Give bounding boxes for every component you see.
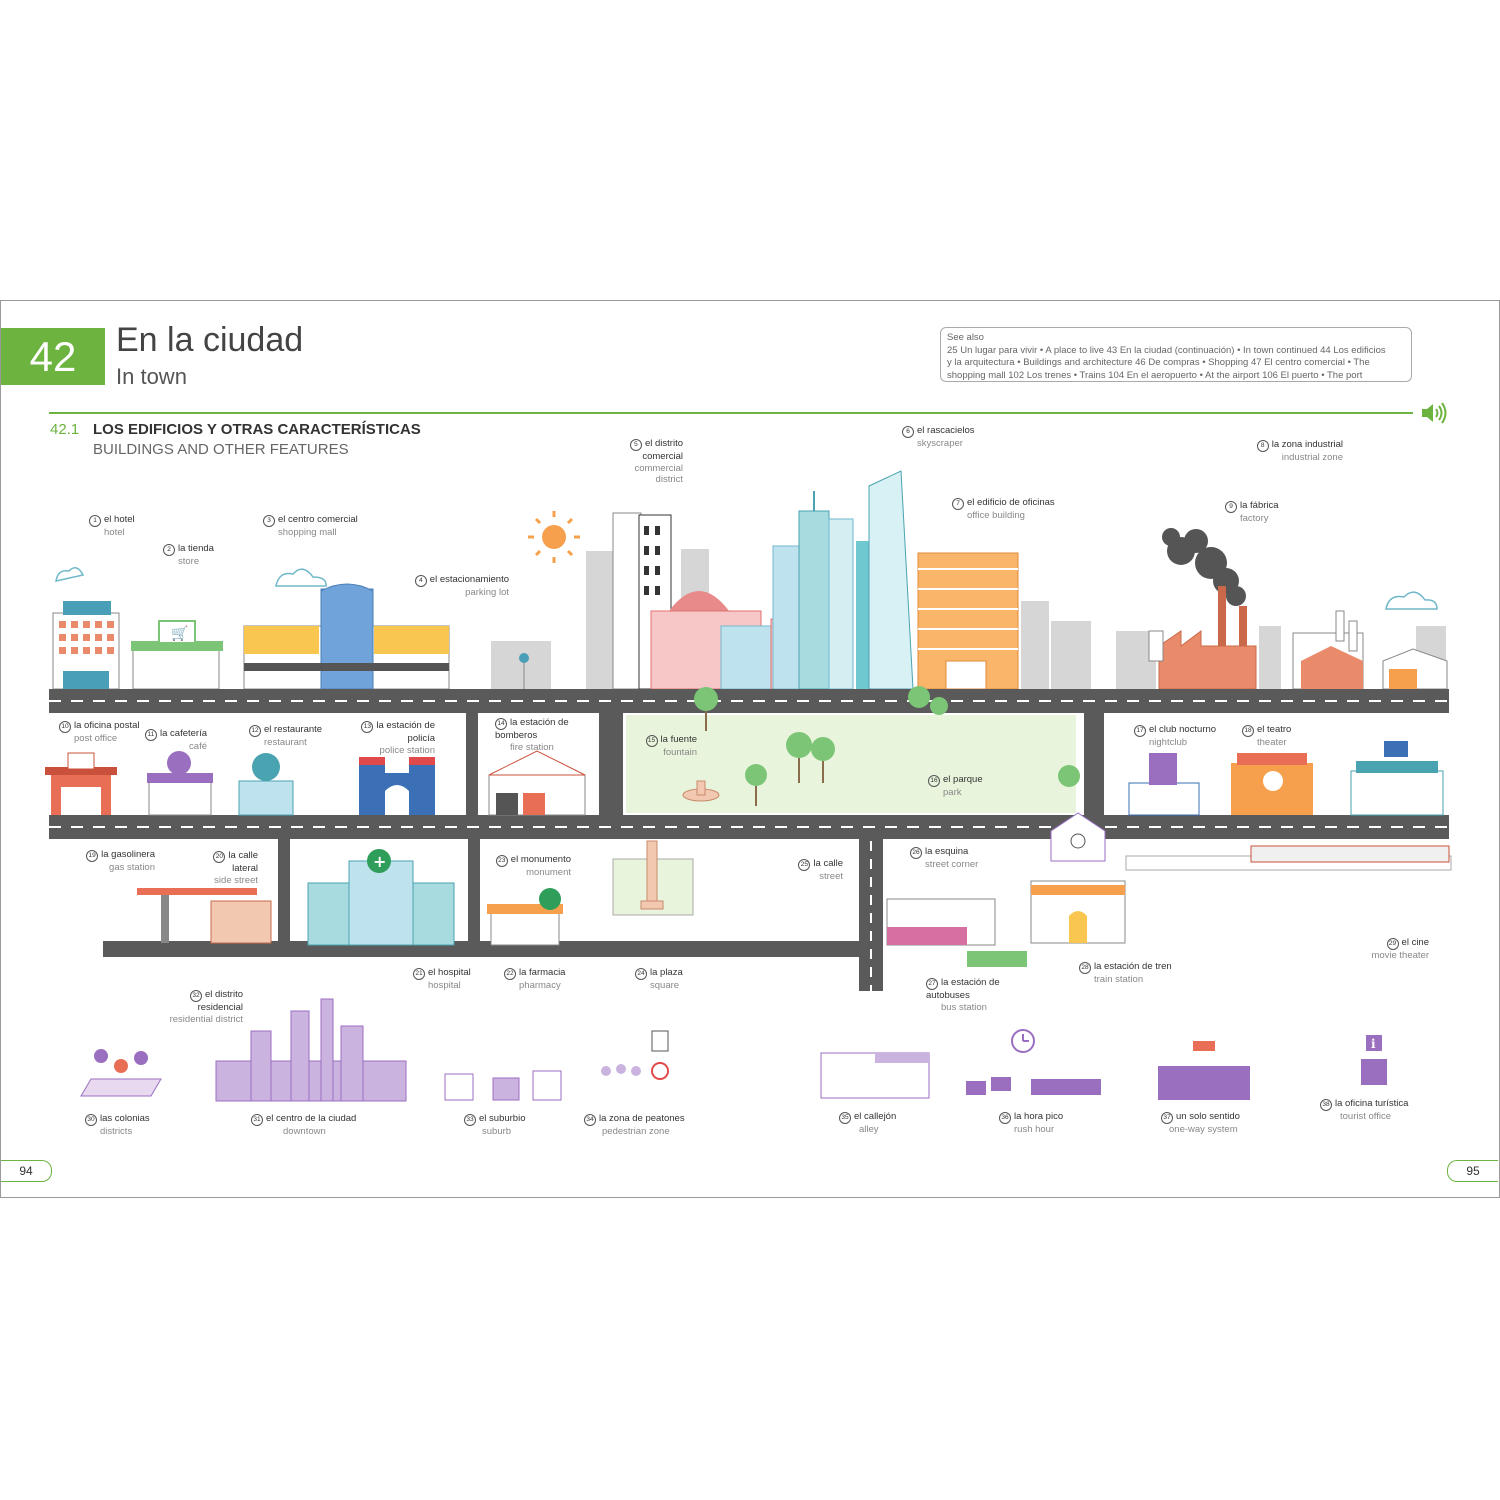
train-station-building bbox=[1030, 812, 1452, 944]
bus-station-building bbox=[886, 898, 1027, 967]
pharmacy-building bbox=[487, 888, 563, 946]
hospital-building: + bbox=[307, 849, 455, 946]
section-title: LOS EDIFICIOS Y OTRAS CARACTERÍSTICAS bbox=[93, 421, 421, 438]
page-number-left: 94 bbox=[1, 1160, 52, 1182]
movie-theater-building bbox=[1350, 741, 1444, 816]
theater-building bbox=[1231, 753, 1313, 815]
alley-icon bbox=[820, 1052, 930, 1099]
restaurant-building bbox=[238, 753, 294, 816]
monument-square bbox=[612, 840, 694, 916]
store-building: 🛒 bbox=[131, 620, 223, 690]
book-spread: 42 En la ciudad In town See also 25 Un l… bbox=[0, 300, 1500, 1198]
shopping-mall-building bbox=[243, 583, 450, 690]
gas-station bbox=[137, 888, 272, 944]
town-illustration: 🛒 bbox=[45, 470, 1452, 1102]
one-way-icon bbox=[1158, 1041, 1250, 1100]
cross-streets bbox=[103, 713, 1104, 991]
districts-icon bbox=[80, 1049, 162, 1097]
see-also-heading: See also bbox=[947, 332, 984, 343]
main-road-top bbox=[49, 689, 1449, 713]
chapter-title: En la ciudad bbox=[116, 321, 304, 359]
industrial-zone bbox=[1292, 610, 1448, 690]
chapter-subtitle: In town bbox=[116, 364, 187, 389]
tourist-office-icon: i bbox=[1361, 1035, 1387, 1085]
cloud-icon bbox=[55, 567, 1438, 610]
page-number-right: 95 bbox=[1447, 1160, 1498, 1182]
section-number: 42.1 bbox=[50, 421, 80, 438]
section-rule bbox=[49, 412, 1413, 414]
chapter-number: 42 bbox=[1, 328, 105, 385]
post-office-building bbox=[45, 752, 117, 815]
see-also-box: See also 25 Un lugar para vivir • A plac… bbox=[940, 327, 1412, 382]
main-road-middle bbox=[49, 815, 1449, 839]
sun-icon bbox=[528, 511, 580, 563]
svg-text:🛒: 🛒 bbox=[171, 625, 188, 642]
fire-station-building bbox=[488, 750, 586, 816]
cafe-building bbox=[147, 751, 213, 816]
police-station-building bbox=[359, 753, 435, 815]
office-building bbox=[917, 552, 1019, 690]
hotel-building bbox=[52, 601, 120, 690]
see-also-line: shopping mall 102 Los trenes • Trains 10… bbox=[947, 369, 1363, 381]
see-also-line: y la arquitectura • Buildings and archit… bbox=[947, 357, 1370, 368]
clock-icon bbox=[966, 1029, 1101, 1095]
section-subtitle: BUILDINGS AND OTHER FEATURES bbox=[93, 441, 349, 458]
see-also-line: 25 Un lugar para vivir • A place to live… bbox=[947, 344, 1386, 356]
svg-text:+: + bbox=[373, 852, 386, 871]
svg-text:i: i bbox=[1371, 1037, 1376, 1051]
parking-sign bbox=[519, 653, 529, 689]
suburb-icon bbox=[444, 1070, 562, 1101]
downtown-icon bbox=[215, 998, 407, 1102]
audio-speaker-icon[interactable] bbox=[1419, 401, 1449, 425]
park-area bbox=[626, 686, 1080, 813]
nightclub-building bbox=[1128, 753, 1200, 816]
factory-building bbox=[1148, 528, 1257, 690]
pedestrian-zone-icon bbox=[601, 1030, 669, 1080]
skyscraper bbox=[772, 470, 914, 690]
